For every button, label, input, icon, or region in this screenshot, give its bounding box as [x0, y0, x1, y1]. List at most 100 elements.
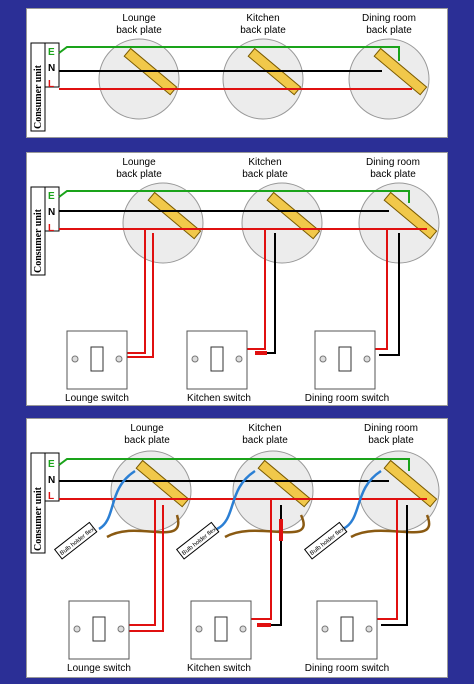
kitchen-switch[interactable]: [190, 600, 252, 660]
lounge-switch[interactable]: [68, 600, 130, 660]
switch-label-dining: Dining room switch: [305, 663, 389, 674]
plate-label-kitchen-2: back plate: [242, 435, 288, 446]
plate-label-kitchen-1: Kitchen: [248, 423, 281, 434]
plate-label-dining-1: Dining room: [364, 423, 418, 434]
switch-rocker[interactable]: [90, 346, 104, 372]
plate-label-lounge-1: Lounge: [130, 423, 164, 434]
plate-label-lounge-2: back plate: [116, 169, 162, 180]
back-plate-dining: [358, 182, 440, 264]
panel-2-drawing: Consumer unit E N L: [30, 157, 440, 404]
terminal-strip: [383, 191, 438, 240]
ceiling-rose: [241, 182, 323, 264]
terminal-strip: [257, 459, 312, 508]
switch-label-lounge: Lounge switch: [67, 663, 131, 674]
consumer-unit-label: Consumer unit: [33, 64, 44, 129]
back-plate-lounge: [98, 38, 180, 120]
screw-icon: [319, 355, 327, 363]
earth-terminal-label: E: [48, 47, 55, 58]
kitchen-flex-blue: [216, 469, 256, 531]
screw-icon: [115, 355, 123, 363]
back-plate-kitchen: [232, 450, 314, 532]
ceiling-rose: [98, 38, 180, 120]
consumer-unit-label: Consumer unit: [33, 486, 44, 551]
diagram-panel-3: Consumer unit E N L Bulb holder flex Bul…: [26, 418, 448, 678]
dining-switch-return: [379, 233, 400, 356]
switch-label-lounge: Lounge switch: [65, 393, 129, 404]
plate-label-dining-1: Dining room: [366, 157, 420, 168]
dining-flex-blue: [342, 469, 382, 531]
switch-label-kitchen: Kitchen switch: [187, 663, 251, 674]
dining-switch-live-feed: [373, 499, 398, 620]
terminal-strip: [135, 459, 190, 508]
consumer-unit-box: [30, 452, 46, 554]
screw-icon: [195, 625, 203, 633]
live-terminal-label: L: [48, 79, 54, 90]
kitchen-switch[interactable]: [186, 330, 248, 390]
terminal-strip: [383, 459, 438, 508]
kitchen-switch-live-feed: [251, 499, 272, 620]
screw-icon: [117, 625, 125, 633]
plate-label-lounge-2: back plate: [116, 25, 162, 36]
bulb-holder-tag-dining: Bulb holder flex: [303, 521, 348, 560]
plate-label-dining-2: back plate: [370, 169, 416, 180]
screw-icon: [321, 625, 329, 633]
lounge-switch-live-feed: [125, 229, 146, 354]
switch-label-dining: Dining room switch: [305, 393, 389, 404]
terminal-block: [44, 186, 60, 232]
panel-1-drawing: Consumer unit E N L Lounge back plate Ki…: [30, 13, 430, 132]
plate-label-lounge-2: back plate: [124, 435, 170, 446]
consumer-unit: Consumer unit E N L: [30, 186, 60, 276]
plate-label-kitchen-2: back plate: [242, 169, 288, 180]
plate-label-dining-2: back plate: [366, 25, 412, 36]
ceiling-rose: [348, 38, 430, 120]
neutral-terminal-label: N: [48, 475, 55, 486]
plate-label-dining-2: back plate: [368, 435, 414, 446]
consumer-unit: Consumer unit E N L: [30, 42, 60, 132]
plate-label-kitchen-1: Kitchen: [246, 13, 279, 24]
screw-icon: [363, 355, 371, 363]
back-plate-dining: [348, 38, 430, 120]
dining-switch-return: [381, 505, 408, 626]
back-plate-kitchen: [222, 38, 304, 120]
live-terminal-label: L: [48, 223, 54, 234]
earth-wire: [58, 46, 400, 61]
screw-icon: [365, 625, 373, 633]
plate-label-kitchen-2: back plate: [240, 25, 286, 36]
switch-rocker[interactable]: [210, 346, 224, 372]
kitchen-switch-live-feed: [247, 229, 266, 350]
lounge-switch[interactable]: [66, 330, 128, 390]
neutral-terminal-label: N: [48, 63, 55, 74]
earth-wire: [58, 458, 410, 471]
earth-terminal-label: E: [48, 191, 55, 202]
consumer-unit: Consumer unit E N L: [30, 452, 60, 554]
switch-rocker[interactable]: [338, 346, 352, 372]
plate-label-dining-1: Dining room: [362, 13, 416, 24]
screw-icon: [239, 625, 247, 633]
back-plate-kitchen: [241, 182, 323, 264]
screw-icon: [71, 355, 79, 363]
panel-3-drawing: Consumer unit E N L Bulb holder flex Bul…: [30, 423, 440, 674]
terminal-block: [44, 42, 60, 88]
screw-icon: [73, 625, 81, 633]
lounge-flex-brown: [106, 514, 180, 539]
screw-icon: [235, 355, 243, 363]
dining-switch[interactable]: [314, 330, 376, 390]
dining-switch-live-feed: [371, 229, 388, 350]
dining-switch[interactable]: [316, 600, 378, 660]
bulb-holder-tag-lounge: Bulb holder flex: [53, 521, 98, 560]
lounge-flex-blue: [98, 469, 136, 531]
earth-terminal-label: E: [48, 459, 55, 470]
lounge-switch-live-feed: [127, 499, 156, 626]
earth-wire: [58, 190, 410, 203]
ceiling-rose: [222, 38, 304, 120]
screw-icon: [191, 355, 199, 363]
diagram-panel-1: Consumer unit E N L Lounge back plate Ki…: [26, 8, 448, 138]
back-plate-lounge: [122, 182, 204, 264]
plate-label-lounge-1: Lounge: [122, 13, 156, 24]
switch-rocker[interactable]: [340, 616, 354, 642]
switch-label-kitchen: Kitchen switch: [187, 393, 251, 404]
switch-rocker[interactable]: [92, 616, 106, 642]
switch-rocker[interactable]: [214, 616, 228, 642]
terminal-block: [44, 452, 60, 502]
lounge-switch-return: [125, 233, 154, 358]
